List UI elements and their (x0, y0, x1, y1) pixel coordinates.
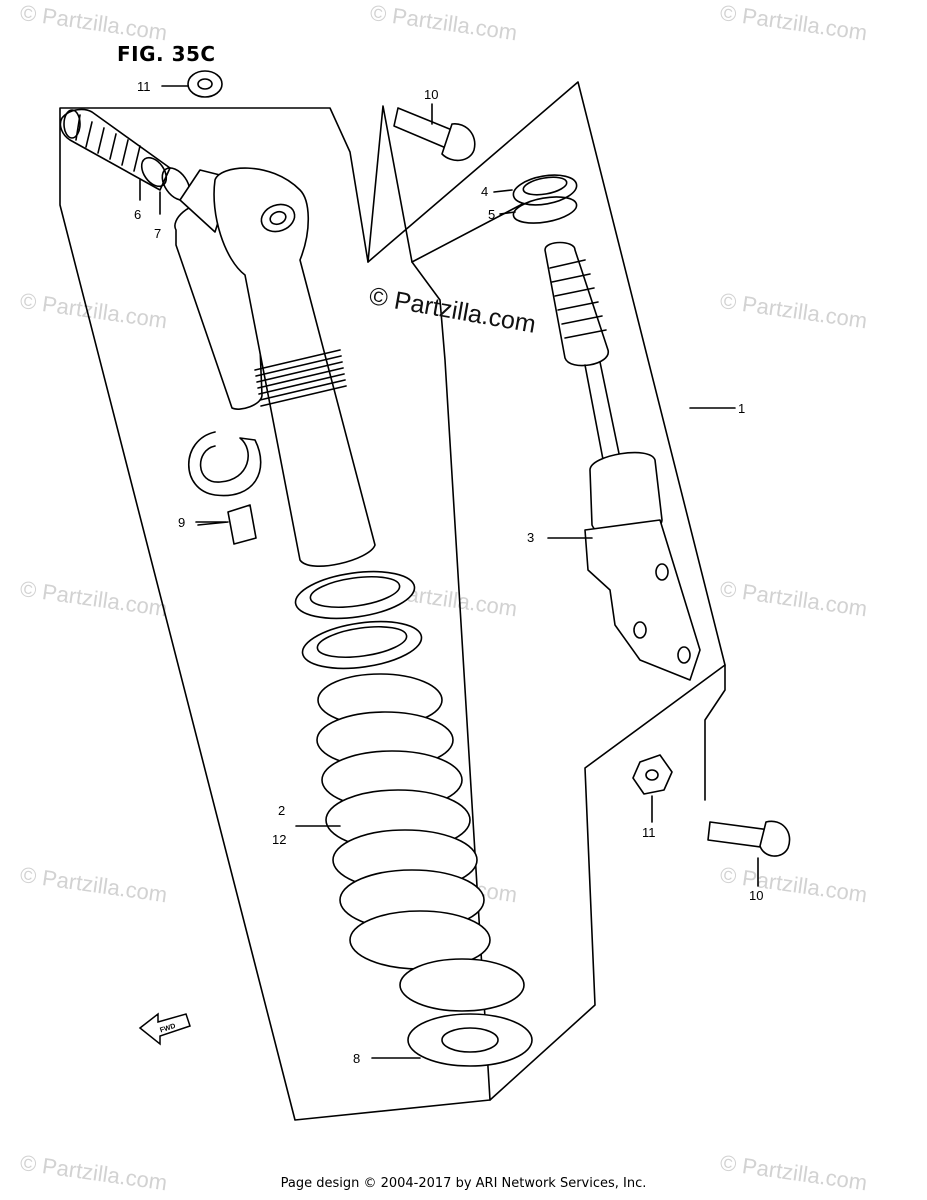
callout-7[interactable]: 7 (154, 226, 162, 241)
callout-4[interactable]: 4 (481, 184, 489, 199)
shock-thread (254, 349, 347, 407)
assembly-outline-right (367, 81, 726, 1101)
nut-11-top (187, 70, 223, 98)
seal-4 (512, 174, 578, 206)
callout-1[interactable]: 1 (738, 401, 746, 416)
callout-6[interactable]: 6 (134, 207, 142, 222)
spring-seat (399, 958, 525, 1012)
callout-2[interactable]: 2 (278, 803, 286, 818)
bolt-10-top (393, 107, 453, 149)
callout-11[interactable]: 11 (137, 79, 151, 94)
piston-rod (544, 241, 663, 539)
leader-4 (493, 189, 513, 193)
callout-10-lower[interactable]: 10 (749, 888, 764, 903)
callout-10[interactable]: 10 (424, 87, 439, 102)
adjuster-body (59, 108, 171, 191)
callout-3[interactable]: 3 (527, 530, 535, 545)
snap-ring (187, 431, 262, 497)
callout-5[interactable]: 5 (488, 207, 496, 222)
valve-cap-9 (227, 504, 257, 545)
figure-title: FIG. 35C (117, 42, 216, 66)
callout-11-lower[interactable]: 11 (642, 825, 656, 840)
callout-9[interactable]: 9 (178, 515, 186, 530)
assembly-outline-link (704, 664, 726, 801)
o-ring-6 (140, 156, 168, 188)
leader-5 (499, 211, 516, 215)
bracket-3 (584, 519, 701, 681)
ring-5 (512, 196, 578, 224)
shock-body-bushing (260, 203, 296, 233)
fwd-arrow-icon: FWD (138, 1012, 191, 1046)
callout-8[interactable]: 8 (353, 1051, 361, 1066)
nut-11-lower (632, 754, 673, 795)
assembly-outline-left (59, 105, 491, 1121)
assembly-outline-inner (411, 199, 531, 263)
fwd-arrow-text: FWD (159, 1023, 176, 1035)
spring-coils (316, 673, 491, 970)
callout-12[interactable]: 12 (272, 832, 287, 847)
page-footer: Page design © 2004-2017 by ARI Network S… (280, 1176, 647, 1191)
